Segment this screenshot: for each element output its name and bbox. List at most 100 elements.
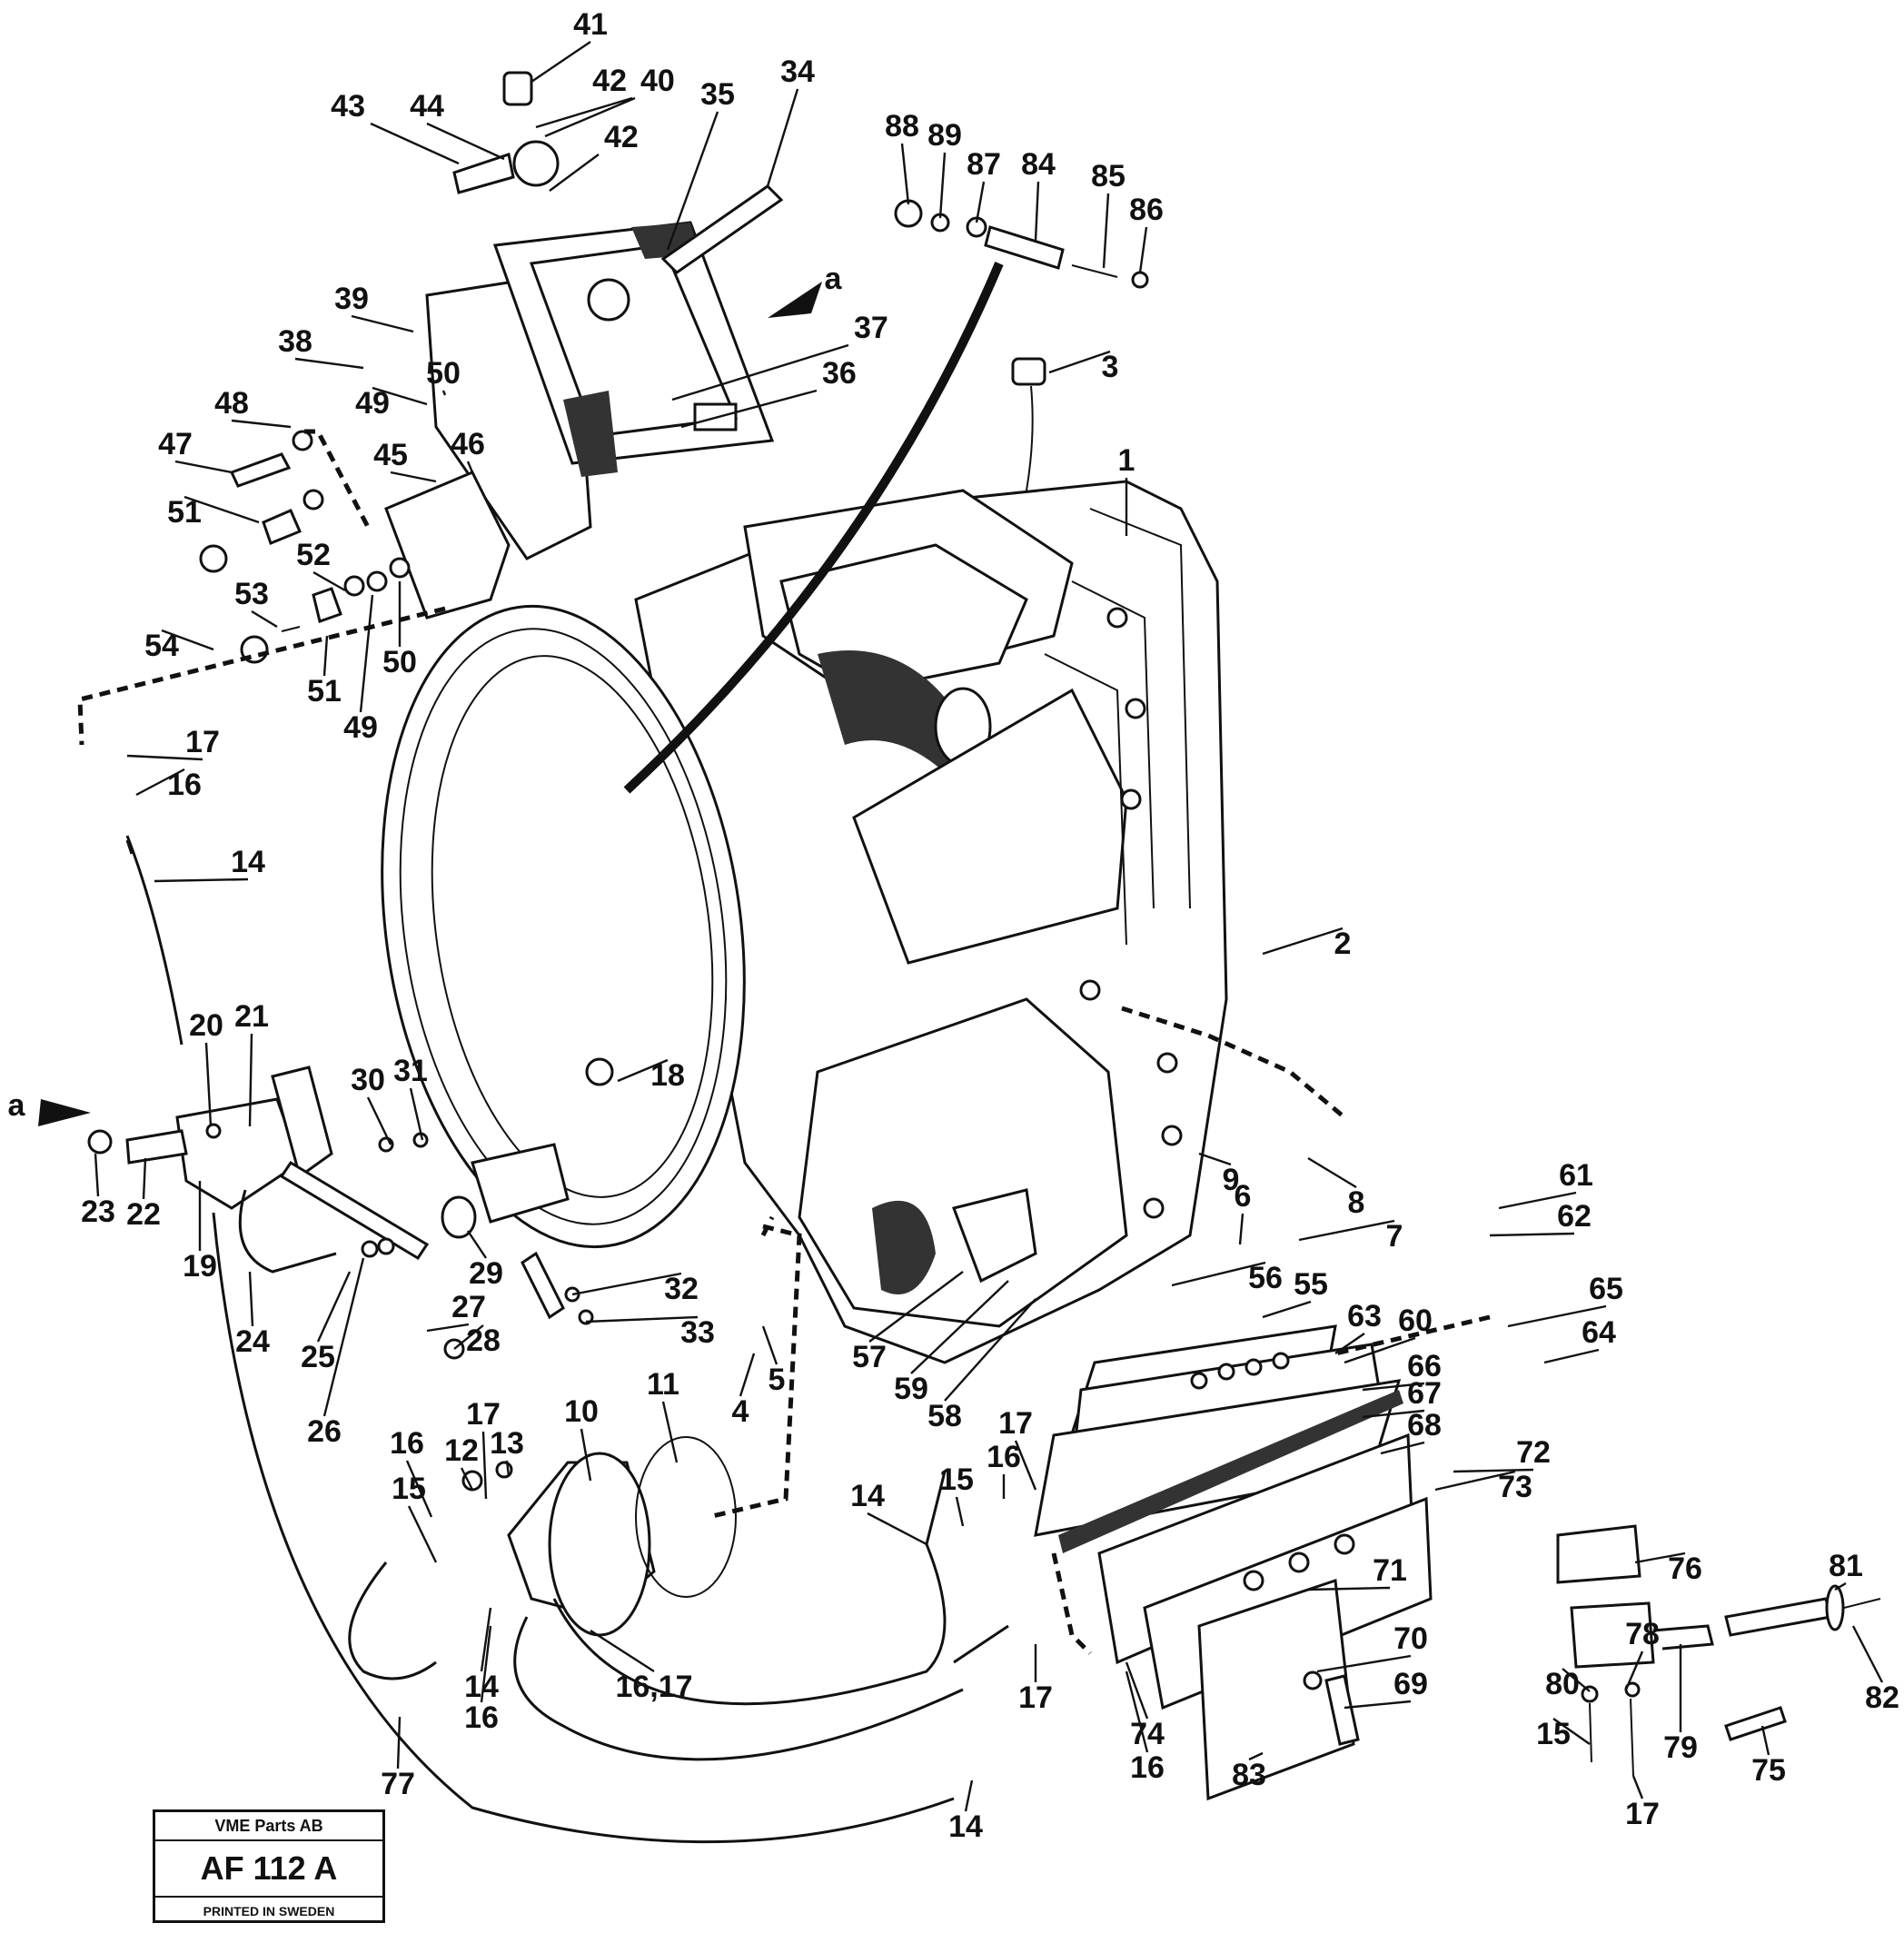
part-number-label: 66 (1407, 1349, 1442, 1383)
part-number-label: 76 (1668, 1551, 1702, 1586)
leader-line (1552, 1718, 1591, 1745)
part-number-label: 32 (664, 1272, 699, 1306)
part-number-label: 57 (852, 1340, 887, 1374)
part-number-label: 83 (1232, 1758, 1266, 1792)
part-number-label: 48 (214, 386, 249, 421)
leader-line (370, 122, 460, 165)
part-number-label: 28 (466, 1323, 501, 1358)
part-number-label: 81 (1829, 1549, 1863, 1583)
leader-line (938, 152, 947, 219)
part-number-label: 17 (1018, 1680, 1053, 1715)
leader-line (154, 877, 249, 883)
part-number-label: 43 (331, 89, 365, 124)
pump-assembly (461, 1436, 737, 1637)
part-number-label: 27 (451, 1290, 486, 1324)
leader-line (1434, 1470, 1516, 1492)
leader-line (535, 96, 633, 129)
part-number-label: 42 (604, 120, 639, 154)
valve-stem-parts (894, 199, 1149, 289)
part-number-label: 71 (1373, 1553, 1407, 1588)
part-number-label: 19 (183, 1249, 217, 1284)
part-number-label: 25 (301, 1340, 335, 1374)
part-number-label: 9 (1223, 1163, 1240, 1197)
part-number-label: 17 (998, 1406, 1033, 1441)
leader-line (426, 1323, 470, 1333)
part-number-label: 77 (381, 1767, 415, 1801)
leader-line (1453, 1468, 1534, 1473)
part-number-label: 29 (469, 1256, 503, 1291)
leader-line (1238, 1213, 1245, 1245)
leader-line (1307, 1156, 1357, 1189)
leader-line (1298, 1219, 1395, 1242)
part-number-label: 6 (1235, 1179, 1252, 1214)
leader-line (1851, 1625, 1884, 1683)
leader-line (1562, 1668, 1591, 1692)
part-number-label: 47 (158, 427, 193, 461)
control-valve-assembly (384, 71, 784, 620)
part-number-label: 55 (1294, 1267, 1328, 1302)
leader-line (580, 1428, 592, 1482)
leader-line (161, 629, 214, 651)
part-number-label: 86 (1129, 193, 1164, 227)
leader-line (94, 1153, 100, 1197)
leader-line (1248, 1751, 1264, 1761)
leader-line (544, 96, 636, 138)
part-number-label: 50 (382, 645, 417, 679)
leader-line (585, 1315, 699, 1323)
part-number-label: 31 (393, 1054, 428, 1088)
part-number-label: 17 (466, 1397, 501, 1432)
part-number-label: 88 (885, 109, 919, 144)
leader-line (366, 1096, 392, 1145)
part-number-label: 35 (700, 77, 735, 112)
print-note: PRINTED IN SWEDEN (203, 1904, 335, 1918)
part-number-label: 40 (640, 64, 675, 98)
leader-line (571, 1272, 682, 1296)
part-number-label: 37 (854, 311, 888, 345)
part-number-label: 46 (451, 427, 485, 461)
leader-line (396, 1716, 402, 1770)
part-number-label: 70 (1393, 1621, 1428, 1656)
part-number-label: 75 (1751, 1753, 1786, 1788)
leader-line (761, 1325, 778, 1365)
part-number-label: 69 (1393, 1667, 1428, 1701)
part-number-label: 39 (334, 282, 369, 316)
connection-lines (77, 429, 1491, 1655)
part-number-label: 52 (296, 538, 331, 572)
part-number-label: a (8, 1088, 26, 1123)
leader-line (1489, 1232, 1575, 1237)
part-number-label: 30 (351, 1063, 385, 1097)
part-number-label: a (825, 262, 843, 296)
leader-line (867, 1512, 927, 1546)
leader-line (739, 1353, 756, 1397)
part-number-label: 10 (564, 1394, 599, 1429)
leader-line (666, 111, 719, 251)
leader-line (1507, 1304, 1607, 1328)
leader-line (1344, 1700, 1412, 1710)
filter-plate-stack (1034, 1324, 1433, 1801)
leader-line (231, 419, 292, 429)
part-number-label: 3 (1102, 350, 1119, 384)
part-number-label: 80 (1545, 1667, 1580, 1701)
part-number-label: 62 (1557, 1199, 1592, 1234)
part-number-label: 22 (126, 1197, 161, 1232)
part-number-label: 5 (769, 1363, 786, 1397)
leader-line (1498, 1191, 1577, 1210)
leader-line (372, 386, 428, 406)
leader-line (617, 1058, 669, 1083)
leader-line (248, 1271, 254, 1327)
leader-line (1334, 1333, 1365, 1354)
leader-line (407, 1505, 438, 1563)
leader-line (671, 343, 849, 401)
part-number-label: 51 (167, 495, 202, 530)
part-number-label: 15 (939, 1462, 974, 1497)
leader-line (680, 389, 818, 429)
part-number-label: 85 (1091, 159, 1126, 193)
leader-line (1362, 1382, 1425, 1392)
part-number-label: 4 (732, 1394, 749, 1429)
leader-line (1034, 181, 1040, 242)
part-number-label: 14 (948, 1809, 983, 1844)
part-number-label: 58 (927, 1399, 962, 1433)
part-number-label: 33 (680, 1315, 715, 1350)
part-number-label: 15 (1536, 1717, 1571, 1751)
